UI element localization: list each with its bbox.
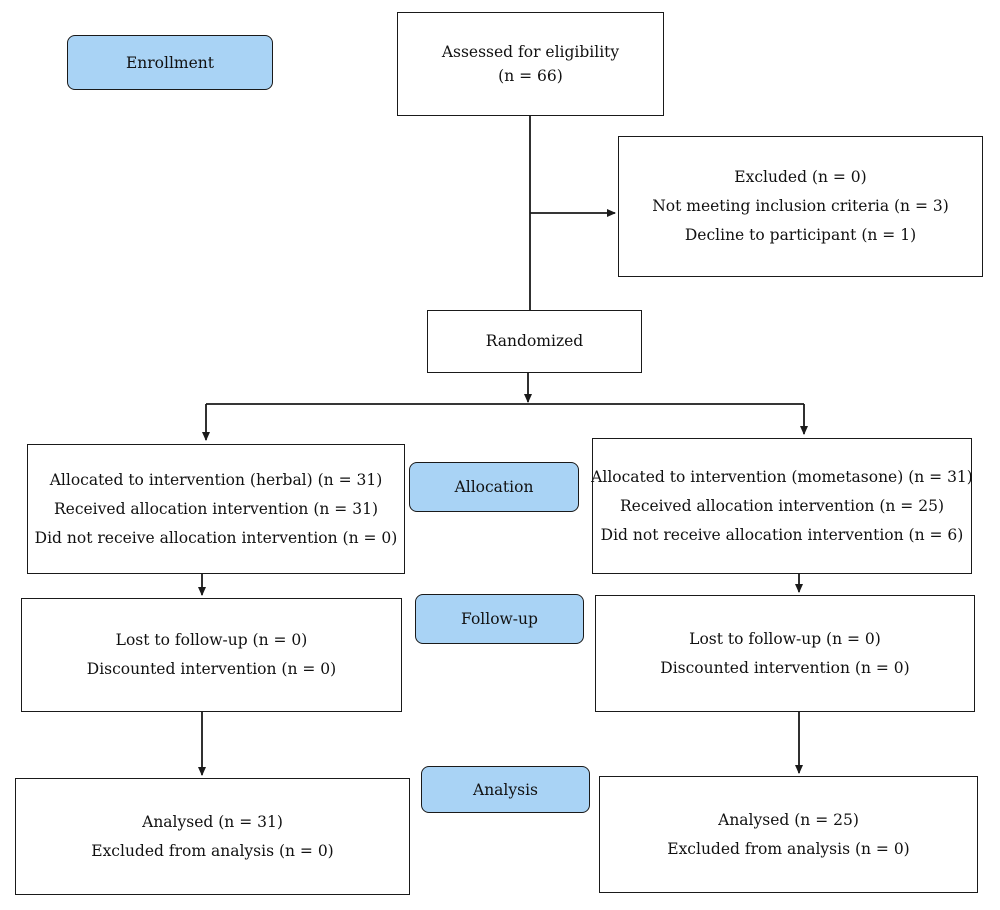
excluded-line-1: Excluded (n = 0) xyxy=(734,168,867,186)
stage-follow-up: Follow-up xyxy=(415,594,584,644)
left-analysis-box: Analysed (n = 31) Excluded from analysis… xyxy=(15,778,410,895)
left-allocation-box: Allocated to intervention (herbal) (n = … xyxy=(27,444,405,574)
stage-analysis-label: Analysis xyxy=(473,780,538,799)
assessed-line-2: (n = 66) xyxy=(498,67,563,85)
right-allocation-line-3: Did not receive allocation intervention … xyxy=(600,525,964,544)
right-allocation-box: Allocated to intervention (mometasone) (… xyxy=(591,438,973,574)
left-followup-line-2: Discounted intervention (n = 0) xyxy=(86,660,337,678)
right-analysis-line-2: Excluded from analysis (n = 0) xyxy=(667,839,910,858)
right-allocation-line-1: Allocated to intervention (mometasone) (… xyxy=(591,467,973,486)
right-followup-line-2: Discounted intervention (n = 0) xyxy=(660,658,910,677)
left-allocation-line-2: Received allocation intervention (n = 31… xyxy=(53,499,378,518)
excluded-line-2: Not meeting inclusion criteria (n = 3) xyxy=(652,197,949,215)
excluded-line-3: Decline to participant (n = 1) xyxy=(684,226,917,244)
right-followup-line-1: Lost to follow-up (n = 0) xyxy=(689,629,881,648)
assessed-box: Assessed for eligibility (n = 66) xyxy=(397,12,664,116)
randomized-label: Randomized xyxy=(485,332,584,350)
stage-allocation: Allocation xyxy=(409,462,579,512)
left-followup-box: Lost to follow-up (n = 0) Discounted int… xyxy=(21,598,402,712)
stage-enrollment: Enrollment xyxy=(67,35,273,90)
stage-follow-up-label: Follow-up xyxy=(461,610,538,628)
left-allocation-line-3: Did not receive allocation intervention … xyxy=(34,528,398,547)
right-analysis-line-1: Analysed (n = 25) xyxy=(718,810,859,829)
excluded-box: Excluded (n = 0) Not meeting inclusion c… xyxy=(618,136,983,277)
right-allocation-line-2: Received allocation intervention (n = 25… xyxy=(619,496,944,515)
stage-allocation-label: Allocation xyxy=(454,478,534,496)
stage-enrollment-label: Enrollment xyxy=(125,53,215,72)
randomized-box: Randomized xyxy=(427,310,642,373)
right-analysis-box: Analysed (n = 25) Excluded from analysis… xyxy=(599,776,978,893)
right-followup-box: Lost to follow-up (n = 0) Discounted int… xyxy=(595,595,975,712)
left-followup-line-1: Lost to follow-up (n = 0) xyxy=(115,631,308,649)
assessed-line-1: Assessed for eligibility xyxy=(441,43,620,61)
stage-analysis: Analysis xyxy=(421,766,590,813)
left-analysis-line-1: Analysed (n = 31) xyxy=(142,812,283,831)
left-analysis-line-2: Excluded from analysis (n = 0) xyxy=(91,841,334,860)
left-allocation-line-1: Allocated to intervention (herbal) (n = … xyxy=(49,470,383,489)
